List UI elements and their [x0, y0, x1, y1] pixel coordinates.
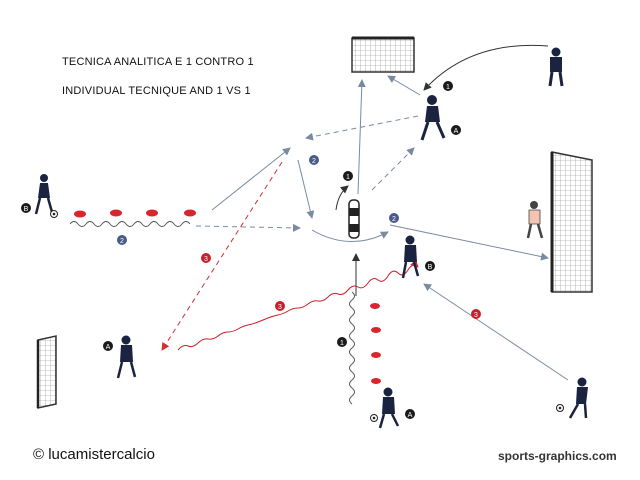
- ball-icons: [50, 210, 564, 422]
- marker-3-right: 3: [471, 309, 481, 319]
- dashed-pass-red: [161, 161, 283, 351]
- svg-text:A: A: [454, 128, 459, 135]
- goalkeeper-top-right: [548, 47, 564, 87]
- marker-3-upper: 3: [201, 253, 211, 263]
- badge-a-top: A: [451, 125, 461, 135]
- badge-a-bottom-left: A: [103, 341, 113, 351]
- solid-arrows: [211, 44, 569, 381]
- mannequin: [348, 199, 360, 239]
- badge-b-right: B: [425, 261, 435, 271]
- svg-text:1: 1: [446, 84, 450, 91]
- dashed-passes: [195, 115, 419, 232]
- svg-text:B: B: [428, 264, 433, 271]
- goal-top: [351, 36, 415, 73]
- marker-2-center: 2: [309, 155, 319, 165]
- svg-text:3: 3: [278, 304, 282, 311]
- goal-right: [550, 151, 593, 293]
- svg-text:2: 2: [392, 216, 396, 223]
- dribble-line-vertical: [349, 291, 355, 405]
- svg-text:3: 3: [204, 256, 208, 263]
- badge-a-bottom: A: [405, 409, 415, 419]
- svg-text:3: 3: [474, 312, 478, 319]
- svg-text:A: A: [408, 412, 413, 419]
- copyright-text: © lucamistercalcio: [33, 446, 155, 463]
- title-english: INDIVIDUAL TECNIQUE AND 1 VS 1: [62, 85, 251, 97]
- svg-text:B: B: [24, 206, 29, 213]
- title-italian: TECNICA ANALITICA E 1 CONTRO 1: [62, 56, 254, 68]
- player-bottom-left: [116, 335, 137, 379]
- marker-2-left: 2: [117, 235, 127, 245]
- cones-left-row: [74, 209, 196, 218]
- player-bottom-center: [378, 387, 400, 429]
- goal-bottom-left: [36, 335, 57, 409]
- dribble-line-left: [69, 221, 191, 227]
- svg-text:2: 2: [312, 158, 316, 165]
- cones-vertical-row: [370, 303, 381, 384]
- dribble-line-red: [177, 259, 419, 351]
- svg-text:2: 2: [120, 238, 124, 245]
- marker-1-top: 1: [443, 81, 453, 91]
- marker-2-right: 2: [389, 213, 399, 223]
- site-credit: sports-graphics.com: [498, 449, 617, 463]
- player-bottom-right: [568, 377, 588, 419]
- player-center-right: [401, 235, 420, 279]
- marker-1-bottom: 1: [337, 337, 347, 347]
- marker-1-center: 1: [343, 171, 353, 181]
- svg-text:1: 1: [346, 174, 350, 181]
- player-left: [34, 174, 54, 215]
- player-top-center: [420, 95, 446, 141]
- svg-text:1: 1: [340, 340, 344, 347]
- goalkeeper-right: [526, 201, 544, 239]
- badge-b-left: B: [21, 203, 31, 213]
- marker-3-middle: 3: [275, 301, 285, 311]
- svg-text:A: A: [106, 344, 111, 351]
